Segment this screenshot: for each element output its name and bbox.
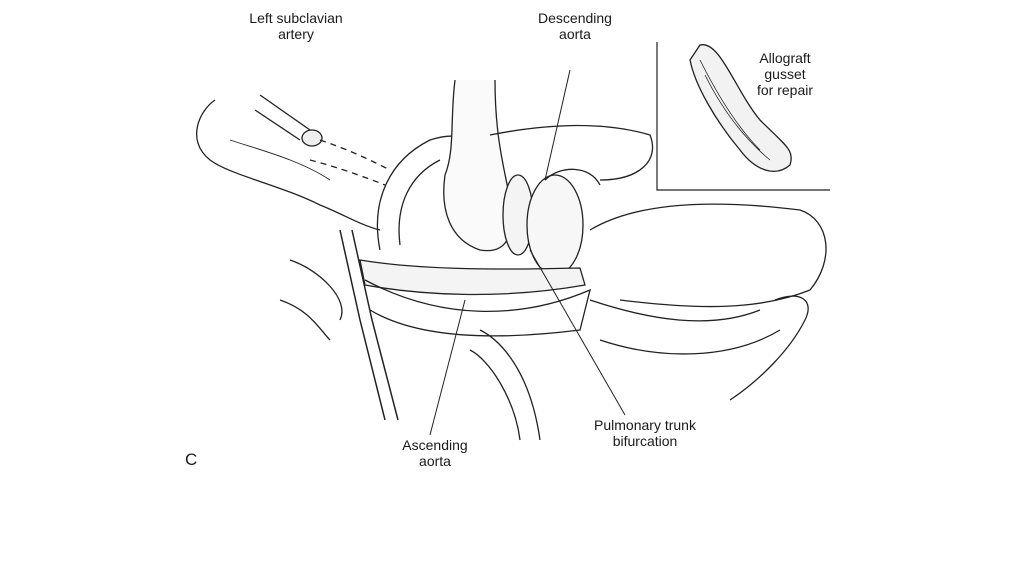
label-line: aorta	[559, 26, 591, 42]
leader-descending-aorta	[544, 69, 571, 181]
descending-aorta-drawing	[489, 124, 654, 181]
label-ascending-aorta: Ascending aorta	[385, 437, 485, 469]
label-line: bifurcation	[612, 433, 678, 449]
vascular-clamp-drawing	[339, 229, 399, 421]
label-line: Ascending	[402, 437, 468, 453]
left-subclavian-artery-drawing	[254, 94, 311, 141]
label-line: artery	[278, 26, 314, 42]
label-line: Descending	[538, 10, 612, 26]
label-line: gusset	[764, 66, 806, 82]
panel-letter: C	[185, 450, 198, 469]
inset-border	[656, 42, 830, 191]
leader-ascending-aorta	[429, 299, 466, 436]
graft-tube-drawing	[359, 259, 586, 296]
leader-pulmonary-trunk	[529, 249, 626, 416]
label-pulmonary-trunk-bifurcation: Pulmonary trunk bifurcation	[575, 417, 715, 449]
allograft-gusset-drawing	[689, 44, 792, 172]
label-descending-aorta: Descending aorta	[520, 10, 630, 42]
label-line: Pulmonary trunk	[594, 417, 696, 433]
chest-wall-outline	[195, 99, 381, 231]
label-line: Allograft	[759, 50, 811, 66]
label-line: Left subclavian	[249, 10, 343, 26]
label-line: aorta	[419, 453, 451, 469]
label-left-subclavian-artery: Left subclavian artery	[226, 10, 366, 42]
label-line: for repair	[756, 82, 814, 98]
label-allograft-gusset: Allograft gusset for repair	[735, 50, 835, 98]
